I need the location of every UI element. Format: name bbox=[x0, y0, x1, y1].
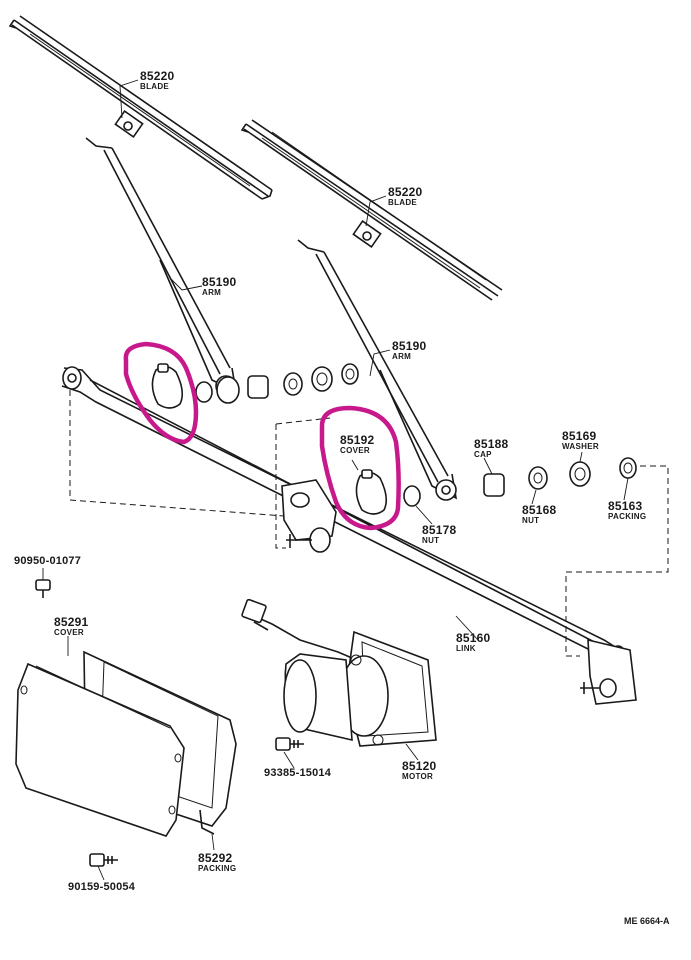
part-name: MOTOR bbox=[402, 772, 434, 781]
part-name: ARM bbox=[202, 288, 222, 297]
label-bolt-motor: 93385-15014 bbox=[264, 767, 332, 779]
part-number: 85190 bbox=[202, 275, 237, 289]
part-number: 85120 bbox=[402, 759, 437, 773]
pivot-bracket-center bbox=[281, 479, 337, 553]
label-nut-small: 85168 NUT bbox=[522, 504, 556, 525]
screw-cover bbox=[89, 853, 118, 867]
label-bolt-cover: 90950-01077 bbox=[14, 555, 82, 567]
highlight-left-cover bbox=[123, 341, 199, 445]
arm-right bbox=[297, 239, 458, 501]
part-number: 85163 bbox=[608, 499, 643, 513]
label-nut-arm: 85178 NUT bbox=[422, 524, 456, 545]
label-cap: 85188 CAP bbox=[474, 438, 508, 459]
pivot-cover-right bbox=[355, 469, 388, 515]
leader-lines bbox=[42, 79, 629, 881]
arm-left bbox=[85, 137, 238, 397]
part-number: 85168 bbox=[522, 503, 557, 517]
part-name: NUT bbox=[522, 516, 540, 525]
label-cover-pivot: 85192 COVER bbox=[340, 434, 374, 455]
part-name: PACKING bbox=[198, 864, 237, 873]
part-number: 85188 bbox=[474, 437, 509, 451]
pivot-parts-left bbox=[195, 363, 359, 404]
label-arm-left: 85190 ARM bbox=[202, 276, 236, 297]
part-name: CAP bbox=[474, 450, 492, 459]
label-link: 85160 LINK bbox=[456, 632, 490, 653]
highlight-right-cover bbox=[319, 405, 401, 531]
part-name: COVER bbox=[54, 628, 84, 637]
part-number: 85160 bbox=[456, 631, 491, 645]
label-packing-cover: 85292 PACKING bbox=[198, 852, 236, 873]
part-name: COVER bbox=[340, 446, 370, 455]
pivot-bracket-right bbox=[580, 638, 637, 705]
blade-right bbox=[240, 119, 503, 301]
part-number: 85220 bbox=[388, 185, 423, 199]
pivot-parts-right bbox=[403, 457, 637, 507]
diagram-code: ME 6664-A bbox=[624, 916, 670, 926]
part-name: WASHER bbox=[562, 442, 599, 451]
part-number: 85169 bbox=[562, 429, 597, 443]
bolt-cover bbox=[35, 579, 51, 598]
part-name: BLADE bbox=[140, 82, 170, 91]
bolt-motor bbox=[275, 737, 304, 751]
label-motor: 85120 MOTOR bbox=[402, 760, 436, 781]
part-name: ARM bbox=[392, 352, 412, 361]
motor-cover-and-packing bbox=[15, 650, 237, 837]
label-motor-cover: 85291 COVER bbox=[54, 616, 88, 637]
part-name: PACKING bbox=[608, 512, 647, 521]
part-number: 85292 bbox=[198, 851, 233, 865]
part-number: 85220 bbox=[140, 69, 175, 83]
label-blade-right: 85220 BLADE bbox=[388, 186, 422, 207]
part-number: 85291 bbox=[54, 615, 89, 629]
motor-assembly bbox=[241, 598, 437, 747]
highlight-marks bbox=[123, 341, 401, 531]
pivot-cover-left bbox=[151, 363, 184, 409]
label-blade-left: 85220 BLADE bbox=[140, 70, 174, 91]
label-arm-right: 85190 ARM bbox=[392, 340, 426, 361]
part-name: BLADE bbox=[388, 198, 418, 207]
label-screw: 90159-50054 bbox=[68, 881, 136, 893]
blade-left bbox=[8, 15, 273, 200]
label-washer: 85169 WASHER bbox=[562, 430, 599, 451]
part-number: 85192 bbox=[340, 433, 375, 447]
part-number: 85178 bbox=[422, 523, 457, 537]
part-number: 85190 bbox=[392, 339, 427, 353]
part-name: NUT bbox=[422, 536, 440, 545]
part-name: LINK bbox=[456, 644, 476, 653]
label-packing-small: 85163 PACKING bbox=[608, 500, 646, 521]
